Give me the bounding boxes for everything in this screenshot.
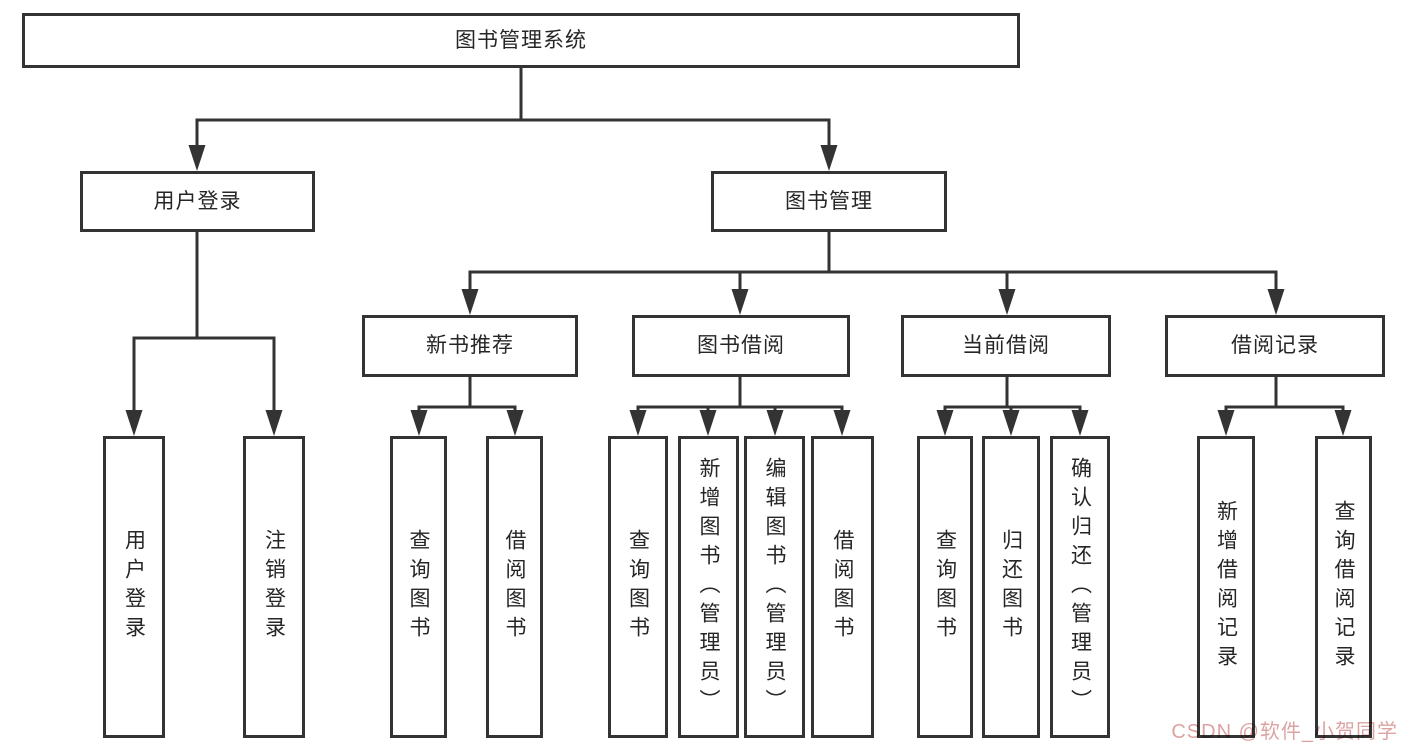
- csdn-watermark: CSDN @软件_小贺同学: [1171, 721, 1398, 743]
- node-book-management: 图书管理: [711, 171, 947, 232]
- node-book-borrow: 图书借阅: [632, 315, 850, 377]
- leaf-return-book: 归还图书: [982, 436, 1040, 738]
- leaf-query-books-current: 查询图书: [917, 436, 973, 738]
- leaf-query-borrow-record: 查询借阅记录: [1315, 436, 1372, 738]
- leaf-borrow-books-recommend: 借阅图书: [486, 436, 543, 738]
- leaf-edit-book-admin: 编辑图书（管理员）: [744, 436, 805, 738]
- leaf-add-borrow-record: 新增借阅记录: [1197, 436, 1255, 738]
- node-user-login: 用户登录: [80, 171, 315, 232]
- node-library-management-system: 图书管理系统: [22, 13, 1020, 68]
- leaf-borrow-books: 借阅图书: [811, 436, 874, 738]
- leaf-confirm-return-admin: 确认归还（管理员）: [1050, 436, 1110, 738]
- node-current-borrow: 当前借阅: [901, 315, 1111, 377]
- node-new-book-recommend: 新书推荐: [362, 315, 578, 377]
- leaf-query-books-recommend: 查询图书: [390, 436, 447, 738]
- node-borrow-records: 借阅记录: [1165, 315, 1385, 377]
- leaf-add-book-admin: 新增图书（管理员）: [678, 436, 739, 738]
- leaf-logout: 注销登录: [243, 436, 305, 738]
- leaf-user-login: 用户登录: [103, 436, 165, 738]
- leaf-query-books-borrow: 查询图书: [608, 436, 668, 738]
